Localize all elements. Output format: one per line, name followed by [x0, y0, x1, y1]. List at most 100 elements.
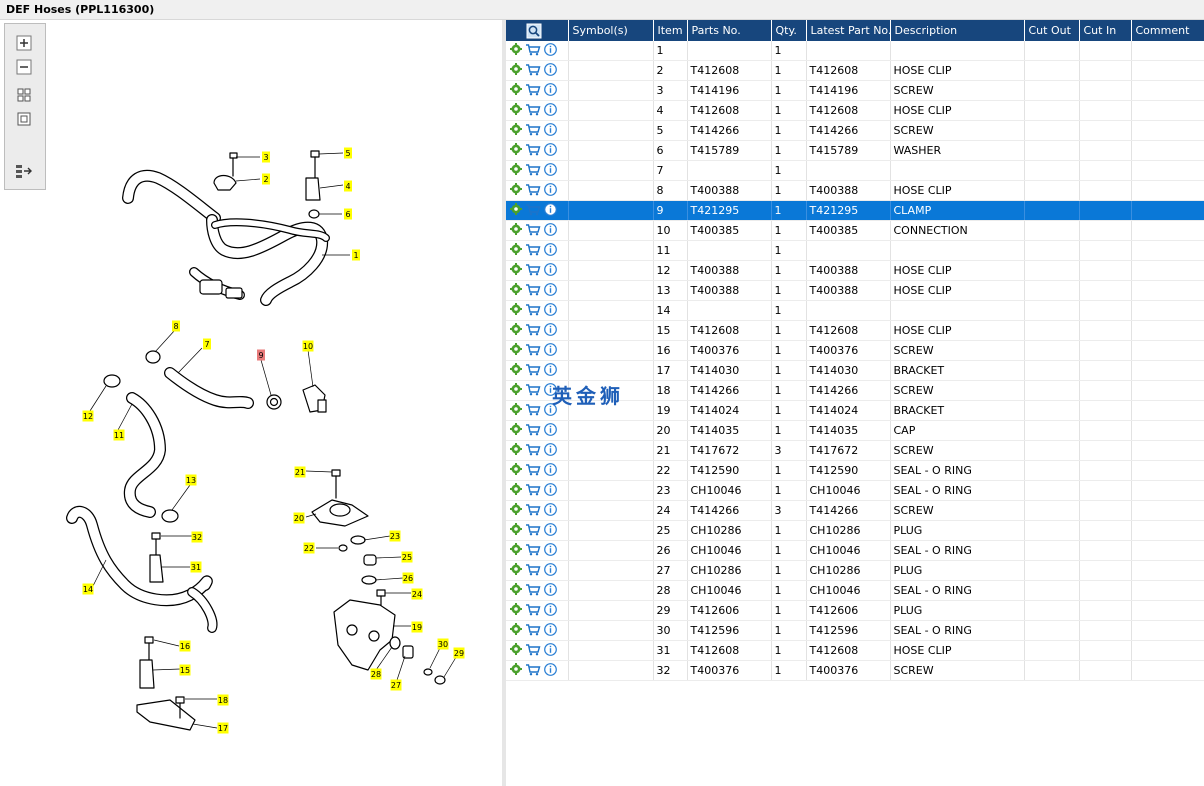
gear-icon[interactable] [510, 143, 522, 158]
cart-icon[interactable] [525, 363, 541, 379]
gear-icon[interactable] [510, 523, 522, 538]
info-icon[interactable] [544, 242, 557, 259]
info-icon[interactable] [544, 382, 557, 399]
callout-13[interactable]: 13 [185, 474, 197, 486]
column-header-parts-no[interactable]: Parts No. [687, 20, 772, 41]
info-icon[interactable] [544, 482, 557, 499]
info-icon[interactable] [544, 182, 557, 199]
callout-30[interactable]: 30 [437, 638, 449, 650]
info-icon[interactable] [544, 602, 557, 619]
gear-icon[interactable] [510, 643, 522, 658]
gear-icon[interactable] [510, 663, 522, 678]
column-header-cut-in[interactable]: Cut In [1079, 20, 1132, 41]
info-icon[interactable] [544, 342, 557, 359]
gear-icon[interactable] [510, 83, 522, 98]
column-header-description[interactable]: Description [890, 20, 1025, 41]
callout-15[interactable]: 15 [179, 664, 191, 676]
cart-icon[interactable] [525, 343, 541, 359]
callout-25[interactable]: 25 [401, 551, 413, 563]
cart-icon[interactable] [525, 323, 541, 339]
callout-7[interactable]: 7 [203, 338, 211, 350]
pane-splitter[interactable] [502, 20, 506, 786]
cart-icon[interactable] [525, 383, 541, 399]
cart-icon[interactable] [525, 123, 541, 139]
callout-23[interactable]: 23 [389, 530, 401, 542]
info-icon[interactable] [544, 582, 557, 599]
fit-all-button[interactable] [11, 84, 37, 106]
info-icon[interactable] [544, 282, 557, 299]
callout-5[interactable]: 5 [344, 147, 352, 159]
gear-icon[interactable] [510, 123, 522, 138]
gear-icon[interactable] [510, 43, 522, 58]
cart-icon[interactable] [525, 163, 541, 179]
info-icon[interactable] [544, 102, 557, 119]
info-icon[interactable] [544, 642, 557, 659]
gear-icon[interactable] [510, 243, 522, 258]
info-icon[interactable] [544, 662, 557, 679]
cart-icon[interactable] [525, 143, 541, 159]
cart-icon[interactable] [525, 63, 541, 79]
info-icon[interactable] [544, 462, 557, 479]
cart-icon[interactable] [525, 403, 541, 419]
cart-icon[interactable] [525, 643, 541, 659]
gear-icon[interactable] [510, 163, 522, 178]
column-header-qty[interactable]: Qty. [771, 20, 807, 41]
gear-icon[interactable] [510, 223, 522, 238]
callout-8[interactable]: 8 [172, 320, 180, 332]
list-toggle-button[interactable] [11, 160, 37, 182]
gear-icon[interactable] [510, 503, 522, 518]
callout-21[interactable]: 21 [294, 466, 306, 478]
gear-icon[interactable] [510, 463, 522, 478]
cart-icon[interactable] [525, 443, 541, 459]
gear-icon[interactable] [510, 63, 522, 78]
callout-2[interactable]: 2 [262, 173, 270, 185]
callout-26[interactable]: 26 [402, 572, 414, 584]
gear-icon[interactable] [510, 383, 522, 398]
info-icon[interactable] [544, 302, 557, 319]
gear-icon[interactable] [510, 343, 522, 358]
cart-icon[interactable] [525, 583, 541, 599]
cart-icon[interactable] [525, 603, 541, 619]
callout-29[interactable]: 29 [453, 647, 465, 659]
info-icon[interactable] [544, 522, 557, 539]
info-icon[interactable] [544, 442, 557, 459]
gear-icon[interactable] [510, 603, 522, 618]
callout-28[interactable]: 28 [370, 668, 382, 680]
gear-icon[interactable] [510, 403, 522, 418]
cart-icon[interactable] [525, 303, 541, 319]
gear-icon[interactable] [510, 543, 522, 558]
callout-3[interactable]: 3 [262, 151, 270, 163]
cart-icon[interactable] [525, 223, 541, 239]
gear-icon[interactable] [510, 443, 522, 458]
callout-24[interactable]: 24 [411, 588, 423, 600]
cart-icon[interactable] [525, 623, 541, 639]
cart-icon[interactable] [525, 503, 541, 519]
gear-icon[interactable] [510, 263, 522, 278]
callout-16[interactable]: 16 [179, 640, 191, 652]
callout-14[interactable]: 14 [82, 583, 94, 595]
column-header-cut-out[interactable]: Cut Out [1024, 20, 1080, 41]
info-icon[interactable] [544, 562, 557, 579]
info-icon[interactable] [544, 42, 557, 59]
column-header-symbols[interactable]: Symbol(s) [568, 20, 654, 41]
callout-10[interactable]: 10 [302, 340, 314, 352]
